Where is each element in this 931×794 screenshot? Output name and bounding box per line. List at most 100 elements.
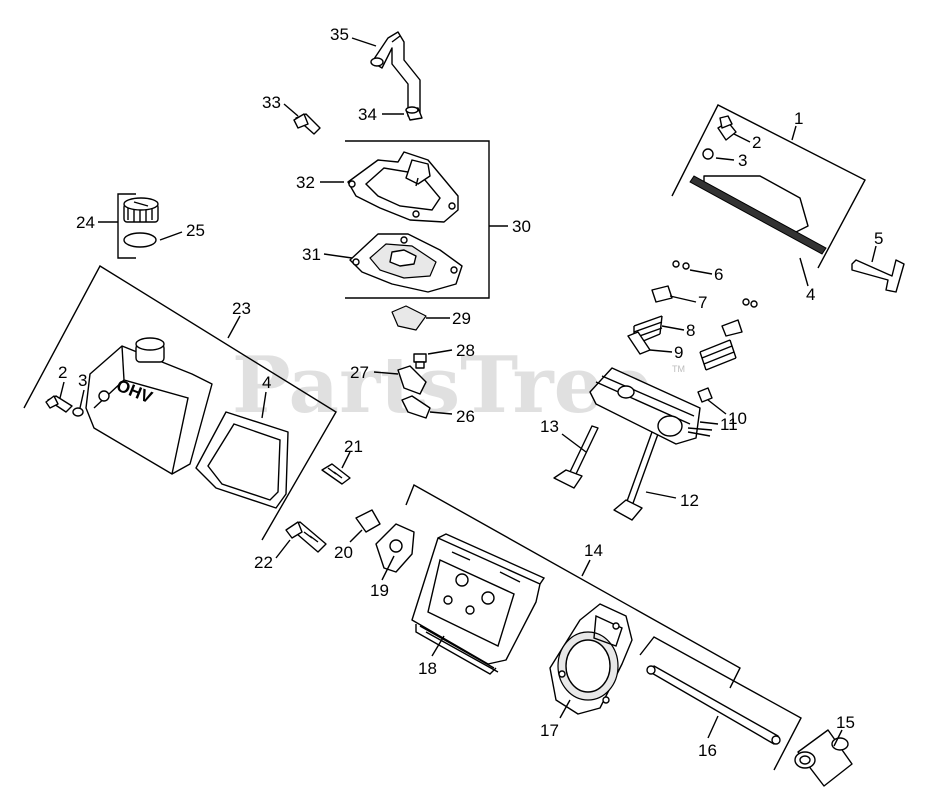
callout-19: 19 [370,581,389,600]
oil-fill-cap-part [123,197,159,223]
breather-tube-part [370,31,421,117]
callout-30: 30 [512,217,531,236]
mounting-bracket-part [851,259,905,293]
o-ring-part [123,232,157,248]
leader-22 [275,539,291,559]
cover-gasket-part [195,411,289,509]
group-bracket-24 [117,193,136,259]
clamp-part [405,106,423,121]
intake-valve-part [553,425,599,489]
leader-3b [79,389,85,409]
group-bracket-30 [345,140,490,299]
breather-cover-part [347,151,459,223]
callout-7: 7 [698,293,707,312]
rocker-stud-part [321,463,351,485]
callout-34: 34 [358,105,377,124]
callout-16: 16 [698,741,717,760]
cover-fitting-part [717,115,737,141]
spring-retainer-part [651,285,743,337]
callout-5: 5 [874,229,883,248]
breather-gasket-part [349,233,463,293]
callout-labels: 1 2 3 4 5 6 7 8 9 10 11 12 13 14 15 16 1… [58,25,883,760]
leader-5 [871,245,877,263]
fitting-washer-part [702,148,714,160]
leader-2 [733,133,751,143]
leader-16 [707,715,719,739]
group-bracket-14 [405,483,741,689]
leader-11 [699,421,719,425]
leader-6 [689,269,713,275]
callout-33: 33 [262,93,281,112]
valve-seal-assembly-part [589,367,713,445]
callout-3-left: 3 [78,371,87,390]
leader-4 [799,257,809,287]
watermark-text: PartsTree [232,340,653,431]
leader-13 [561,433,587,453]
leader-21 [341,451,351,469]
watermark-trademark: TM [672,364,685,374]
leader-10 [707,399,727,415]
callout-29: 29 [452,309,471,328]
leader-17 [559,699,571,719]
leader-28 [427,349,453,355]
leader-27 [373,371,399,375]
callout-20: 20 [334,543,353,562]
leader-18 [431,635,445,657]
callout-18: 18 [418,659,437,678]
callout-8: 8 [686,321,695,340]
cylinder-head-part [411,533,546,675]
callout-21: 21 [344,437,363,456]
callout-1: 1 [794,109,803,128]
callout-13: 13 [540,417,559,436]
bracket-screw-part [413,353,427,369]
callout-17: 17 [540,721,559,740]
leader-12 [645,491,677,499]
valve-cover-part: OHV [85,337,213,475]
guide-stud-part [285,521,327,553]
group-bracket-16 [639,636,802,771]
valve-keeper-part [672,260,758,308]
callout-15: 15 [836,713,855,732]
leader-7 [669,295,697,303]
rocker-arm-part [375,523,415,573]
callout-2: 2 [752,133,761,152]
callout-3: 3 [738,151,747,170]
cover-bolt-part [45,395,73,413]
callout-32: 32 [296,173,315,192]
leader-20 [349,529,363,543]
callout-27: 27 [350,363,369,382]
cover-washer-part [72,407,84,417]
leader-4b [261,391,267,419]
callout-22: 22 [254,553,273,572]
callout-28: 28 [456,341,475,360]
rocker-pivot-part [355,509,381,533]
callout-12: 12 [680,491,699,510]
callout-35: 35 [330,25,349,44]
reed-part [391,305,427,331]
leader-31 [323,253,353,259]
callout-10: 10 [728,409,747,428]
callout-4-left: 4 [262,373,271,392]
callout-26: 26 [456,407,475,426]
group-bracket-23 [23,265,337,541]
spacer-part [397,365,427,395]
leader-19 [381,555,395,581]
leader-3 [715,157,735,161]
leader-8 [661,325,685,331]
callout-14: 14 [584,541,603,560]
valve-cover-plate-part [689,175,827,255]
leader-2b [59,381,65,399]
callout-25: 25 [186,221,205,240]
callout-2-left: 2 [58,363,67,382]
fitting-screw-part [293,113,321,135]
leader-23 [227,315,241,339]
leader-lines [59,37,877,747]
leader-1 [791,125,797,141]
tappet-part [794,729,853,787]
exhaust-valve-part [613,431,659,521]
push-rod-part [646,665,781,745]
callout-23: 23 [232,299,251,318]
valve-spring-part [633,315,737,371]
valve-cap-part [697,387,713,403]
